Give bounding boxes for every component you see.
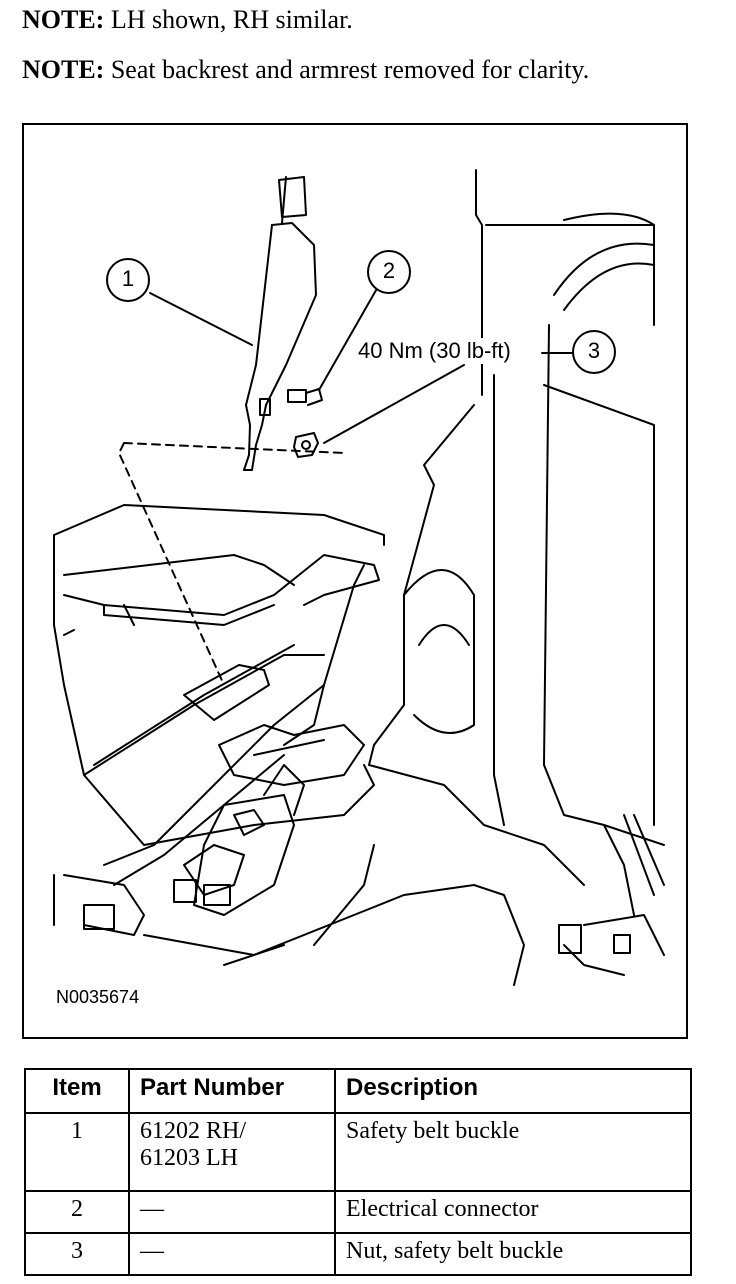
table-header-row: Item Part Number Description (24, 1068, 692, 1114)
door-frame-drawing (368, 169, 665, 976)
leader-line-3 (323, 364, 465, 444)
callout-1-number: 1 (121, 266, 135, 291)
description: Safety belt buckle (334, 1112, 692, 1192)
part-number: — (128, 1232, 336, 1276)
note-prefix: NOTE: (22, 5, 105, 34)
header-item: Item (24, 1068, 130, 1114)
illustration-frame: 1 2 3 40 Nm (30 lb-ft) N0035674 (22, 123, 688, 1039)
note-lh-shown: NOTE: LH shown, RH similar. (22, 4, 353, 36)
table-row: 3 — Nut, safety belt buckle (24, 1232, 692, 1276)
part-number-cell: 61202 RH/ 61203 LH (128, 1112, 336, 1192)
part-number: — (128, 1190, 336, 1234)
torque-spec-label: 40 Nm (30 lb-ft) (356, 338, 513, 364)
header-description: Description (334, 1068, 692, 1114)
part-number: 61202 RH/ (140, 1118, 247, 1144)
lower-hardware-drawing (53, 764, 525, 986)
table-row: 2 — Electrical connector (24, 1190, 692, 1234)
note-text: Seat backrest and armrest removed for cl… (104, 55, 590, 84)
description: Electrical connector (334, 1190, 692, 1234)
leader-line-2 (318, 284, 380, 391)
figure-id: N0035674 (56, 987, 140, 1007)
header-part-number: Part Number (128, 1068, 336, 1114)
note-backrest-removed: NOTE: Seat backrest and armrest removed … (22, 54, 672, 86)
callout-1 (106, 258, 150, 302)
item-number: 3 (24, 1232, 130, 1276)
install-path-line (123, 442, 345, 454)
item-number: 2 (24, 1190, 130, 1234)
note-text: LH shown, RH similar. (104, 5, 353, 34)
buckle-drawing (243, 176, 317, 471)
seat-belt-buckle-illustration (53, 169, 665, 986)
callout-2 (367, 250, 411, 294)
install-path-line (118, 442, 225, 686)
seat-cushion-drawing (53, 504, 385, 886)
description: Nut, safety belt buckle (334, 1232, 692, 1276)
note-prefix: NOTE: (22, 55, 105, 84)
table-row: 1 61202 RH/ 61203 LH Safety belt buckle (24, 1112, 692, 1192)
callout-3-number: 3 (587, 338, 601, 363)
callout-2-number: 2 (382, 258, 396, 283)
part-number: 61203 LH (140, 1145, 238, 1171)
connector-drawing (287, 388, 323, 406)
parts-table: Item Part Number Description 1 61202 RH/… (24, 1068, 692, 1276)
nut-drawing (293, 432, 319, 458)
leader-line-1 (149, 292, 253, 346)
item-number: 1 (24, 1112, 130, 1192)
callout-3 (572, 330, 616, 374)
